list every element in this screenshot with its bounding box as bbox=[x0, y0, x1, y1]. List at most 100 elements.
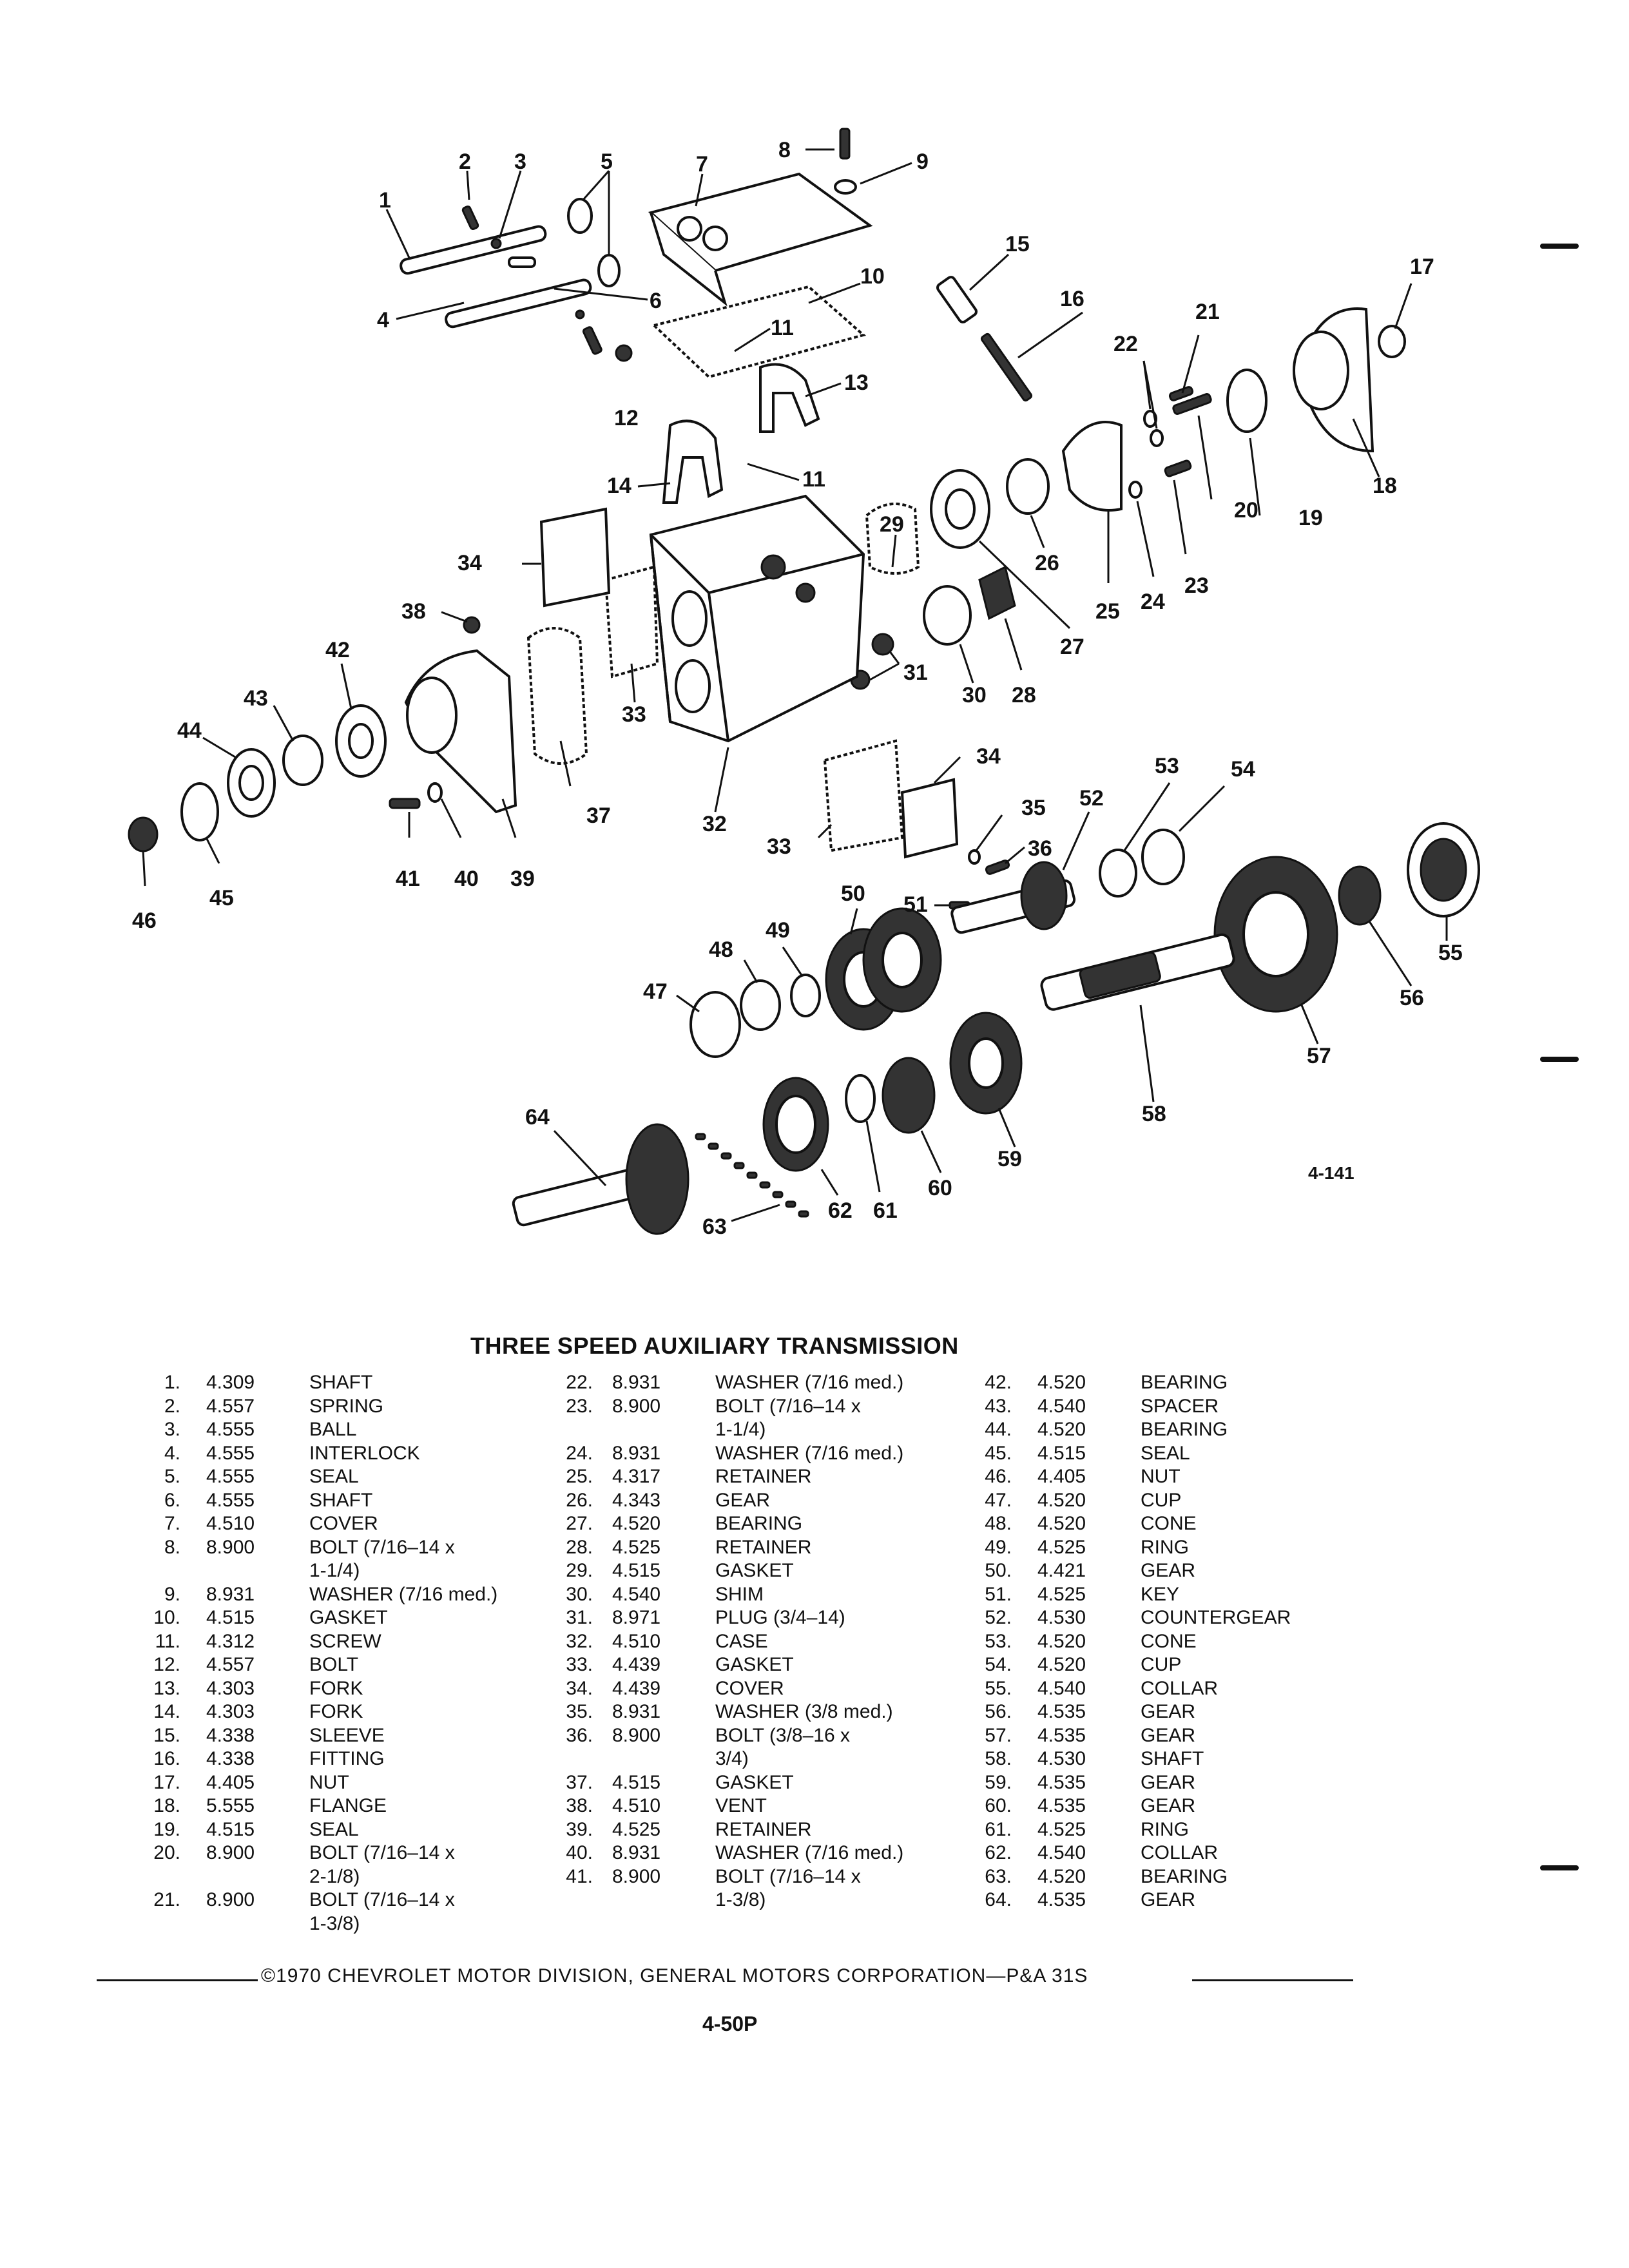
group-number: 4.421 bbox=[1037, 1560, 1086, 1581]
part-number: 40. bbox=[566, 1842, 593, 1863]
group-number: 4.555 bbox=[206, 1489, 255, 1511]
needle-bearings-63 bbox=[695, 1133, 809, 1218]
part-number: 24. bbox=[566, 1442, 593, 1464]
group-number: 4.530 bbox=[1037, 1607, 1086, 1628]
group-number: 4.520 bbox=[1037, 1489, 1086, 1511]
group-number: 4.405 bbox=[206, 1771, 255, 1793]
callout-33a: 33 bbox=[622, 702, 646, 727]
callout-20: 20 bbox=[1234, 498, 1258, 523]
exploded-view-diagram: 1 2 3 4 5 6 7 8 9 10 11 12 13 14 11 15 1… bbox=[128, 128, 1480, 1239]
group-number: 4.520 bbox=[1037, 1513, 1086, 1534]
part-name: BEARING bbox=[1141, 1372, 1228, 1393]
part-number: 45. bbox=[985, 1442, 1012, 1464]
leader-lines bbox=[142, 148, 1448, 1222]
part-number: 33. bbox=[566, 1654, 593, 1675]
part-name: RING bbox=[1141, 1536, 1189, 1558]
group-number: 8.900 bbox=[612, 1395, 661, 1417]
part-number: 11. bbox=[155, 1630, 180, 1652]
group-number: 4.510 bbox=[206, 1513, 255, 1534]
part-name: FORK bbox=[309, 1677, 363, 1699]
part-number: 15. bbox=[153, 1724, 180, 1746]
part-name: SHIM bbox=[715, 1583, 764, 1605]
part-number: 8. bbox=[164, 1536, 180, 1558]
part-number: 48. bbox=[985, 1513, 1012, 1534]
group-number: 4.535 bbox=[1037, 1701, 1086, 1722]
binding-mark-bottom bbox=[1540, 1865, 1579, 1870]
group-number: 4.343 bbox=[612, 1489, 661, 1511]
callout-59: 59 bbox=[998, 1147, 1022, 1171]
group-number: 8.900 bbox=[206, 1889, 255, 1910]
part-number: 56. bbox=[985, 1701, 1012, 1722]
group-number: 4.525 bbox=[612, 1818, 661, 1840]
figure-ref-number: 4-141 bbox=[1308, 1163, 1354, 1183]
group-number: 8.931 bbox=[612, 1372, 661, 1393]
page-number: 4-50P bbox=[702, 2012, 758, 2035]
group-number: 4.557 bbox=[206, 1395, 255, 1417]
part-number: 52. bbox=[985, 1607, 1012, 1628]
callout-36: 36 bbox=[1028, 836, 1052, 861]
part-name: SEAL bbox=[309, 1818, 359, 1840]
part-number: 6. bbox=[164, 1489, 180, 1511]
part-name: SCREW bbox=[309, 1630, 381, 1652]
group-number: 4.303 bbox=[206, 1701, 255, 1722]
group-number: 8.900 bbox=[206, 1536, 255, 1558]
part-name: GEAR bbox=[1141, 1724, 1196, 1746]
part-number: 29. bbox=[566, 1560, 593, 1581]
part-name: COUNTERGEAR bbox=[1141, 1607, 1291, 1628]
part-number: 54. bbox=[985, 1654, 1012, 1675]
callout-8: 8 bbox=[778, 138, 791, 162]
group-number: 4.515 bbox=[612, 1771, 661, 1793]
part-name: WASHER (7/16 med.) bbox=[715, 1442, 904, 1464]
part-name: SHAFT bbox=[309, 1372, 373, 1393]
callout-34a: 34 bbox=[458, 551, 482, 575]
part-name: CASE bbox=[715, 1630, 768, 1652]
part-name: GEAR bbox=[1141, 1560, 1196, 1581]
group-number: 4.439 bbox=[612, 1654, 661, 1675]
group-number: 8.900 bbox=[612, 1865, 661, 1887]
group-number: 4.405 bbox=[1037, 1466, 1086, 1487]
group-number: 4.338 bbox=[206, 1748, 255, 1769]
part-name: GEAR bbox=[1141, 1771, 1196, 1793]
callout-52: 52 bbox=[1079, 786, 1104, 811]
callout-64: 64 bbox=[525, 1105, 550, 1129]
group-number: 4.439 bbox=[612, 1677, 661, 1699]
callout-60: 60 bbox=[928, 1176, 952, 1200]
part-name: NUT bbox=[309, 1771, 349, 1793]
group-number: 8.931 bbox=[206, 1583, 255, 1605]
callout-11b: 11 bbox=[802, 467, 825, 492]
callout-39: 39 bbox=[510, 867, 535, 891]
part-name: CONE bbox=[1141, 1630, 1197, 1652]
group-number: 4.535 bbox=[1037, 1771, 1086, 1793]
group-number: 4.525 bbox=[1037, 1583, 1086, 1605]
callout-34b: 34 bbox=[976, 744, 1001, 769]
group-number: 8.900 bbox=[612, 1724, 661, 1746]
group-number: 4.520 bbox=[612, 1513, 661, 1534]
part-name: RETAINER bbox=[715, 1818, 812, 1840]
callout-23: 23 bbox=[1184, 573, 1209, 598]
part-name: BOLT (7/16–14 x 2-1/8) bbox=[309, 1842, 455, 1887]
part-name: PLUG (3/4–14) bbox=[715, 1607, 845, 1628]
group-number: 4.515 bbox=[206, 1607, 255, 1628]
callout-4: 4 bbox=[377, 308, 389, 332]
part-name: BOLT (7/16–14 x 1-1/4) bbox=[309, 1536, 455, 1582]
part-number: 7. bbox=[164, 1513, 180, 1534]
group-number: 4.520 bbox=[1037, 1630, 1086, 1652]
